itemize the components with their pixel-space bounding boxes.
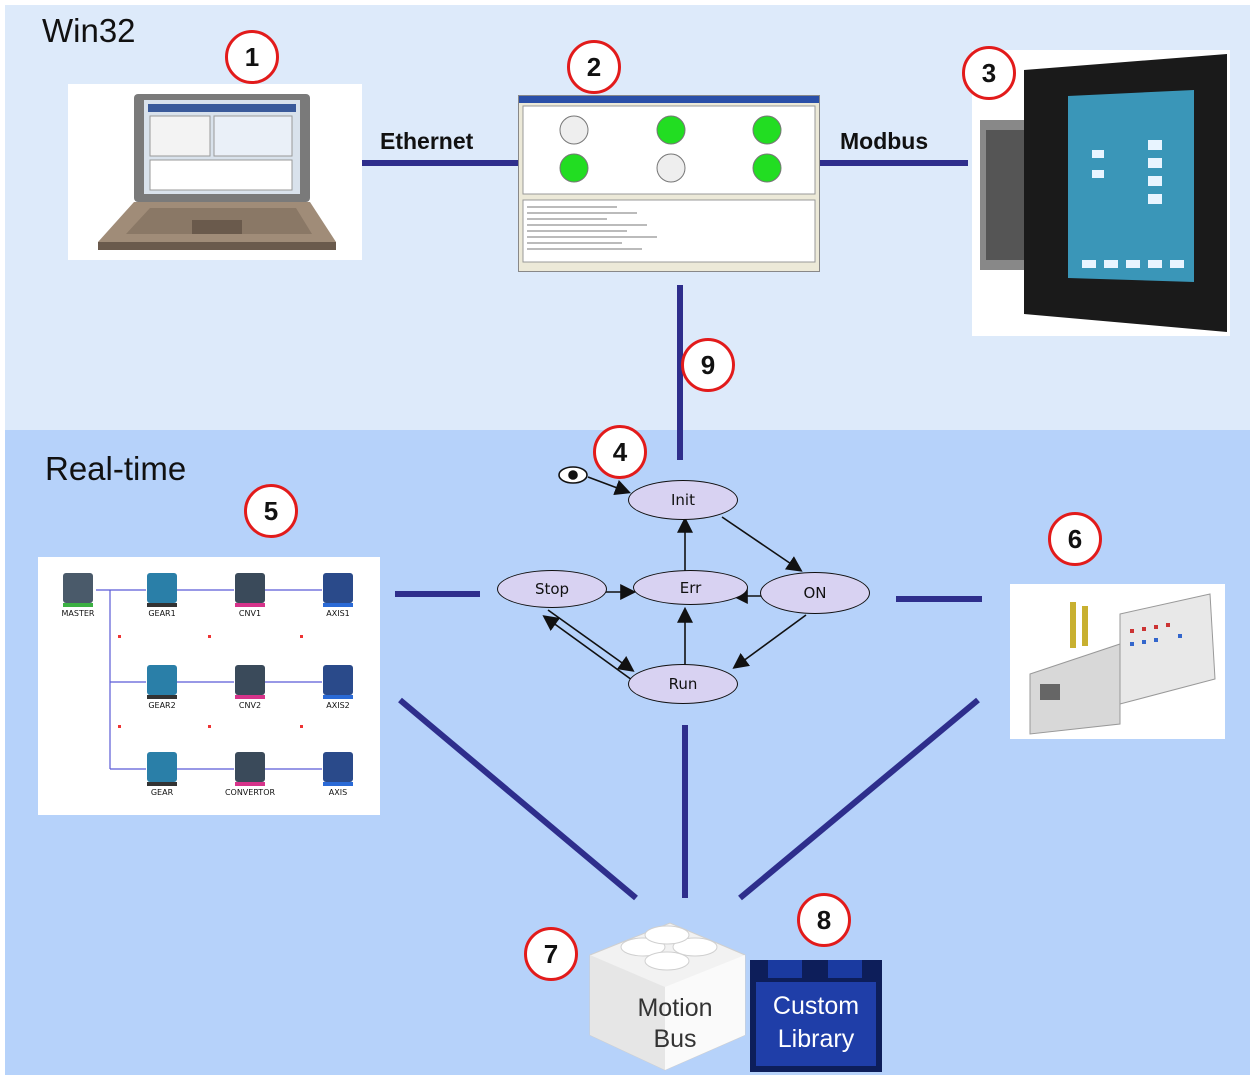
io-terminal-image [1010,584,1225,739]
flow-node-cnv1: CNV1 [230,573,270,618]
laptop-image [68,84,362,260]
win32-label: Win32 [42,12,136,49]
badge-4: 4 [593,425,647,479]
badge-9: 9 [681,338,735,392]
badge-6: 6 [1048,512,1102,566]
badge-2: 2 [567,40,621,94]
flow-node-gear2: GEAR2 [142,665,182,710]
custom-library-line1: Custom [772,992,860,1020]
motion-flow-diagram: MASTER GEAR1 CNV1 AXIS1 GEAR2 CNV2 AXIS2… [38,557,380,815]
state-stop: Stop [497,570,607,608]
badge-7: 7 [524,927,578,981]
badge-5: 5 [244,484,298,538]
flow-node-axis: AXIS [318,752,358,797]
modbus-label: Modbus [840,128,929,154]
motion-bus-block: Motion Bus [585,915,750,1075]
flow-node-gear1: GEAR1 [142,573,182,618]
flow-node-convertor: CONVERTOR [225,752,275,797]
flow-node-axis1: AXIS1 [318,573,358,618]
flow-node-cnv2: CNV2 [230,665,270,710]
motion-bus-line2: Bus [653,1025,697,1053]
line-5-motionbus [398,697,638,901]
badge-3: 3 [962,46,1016,100]
hmi-panel-image [972,50,1230,336]
state-run: Run [628,664,738,704]
state-err: Err [633,570,748,605]
motion-bus-line1: Motion [637,994,713,1022]
flow-node-axis2: AXIS2 [318,665,358,710]
app-window-image [518,95,820,272]
badge-1: 1 [225,30,279,84]
ethernet-label: Ethernet [380,128,474,154]
flow-node-gear: GEAR [142,752,182,797]
state-on: ON [760,572,870,614]
state-init: Init [628,480,738,520]
line-6-motionbus [738,697,980,901]
custom-library-block: Custom Library [750,960,882,1072]
realtime-label: Real-time [45,450,187,487]
badge-8: 8 [797,893,851,947]
custom-library-line2: Library [777,1025,855,1053]
flow-node-master: MASTER [58,573,98,618]
